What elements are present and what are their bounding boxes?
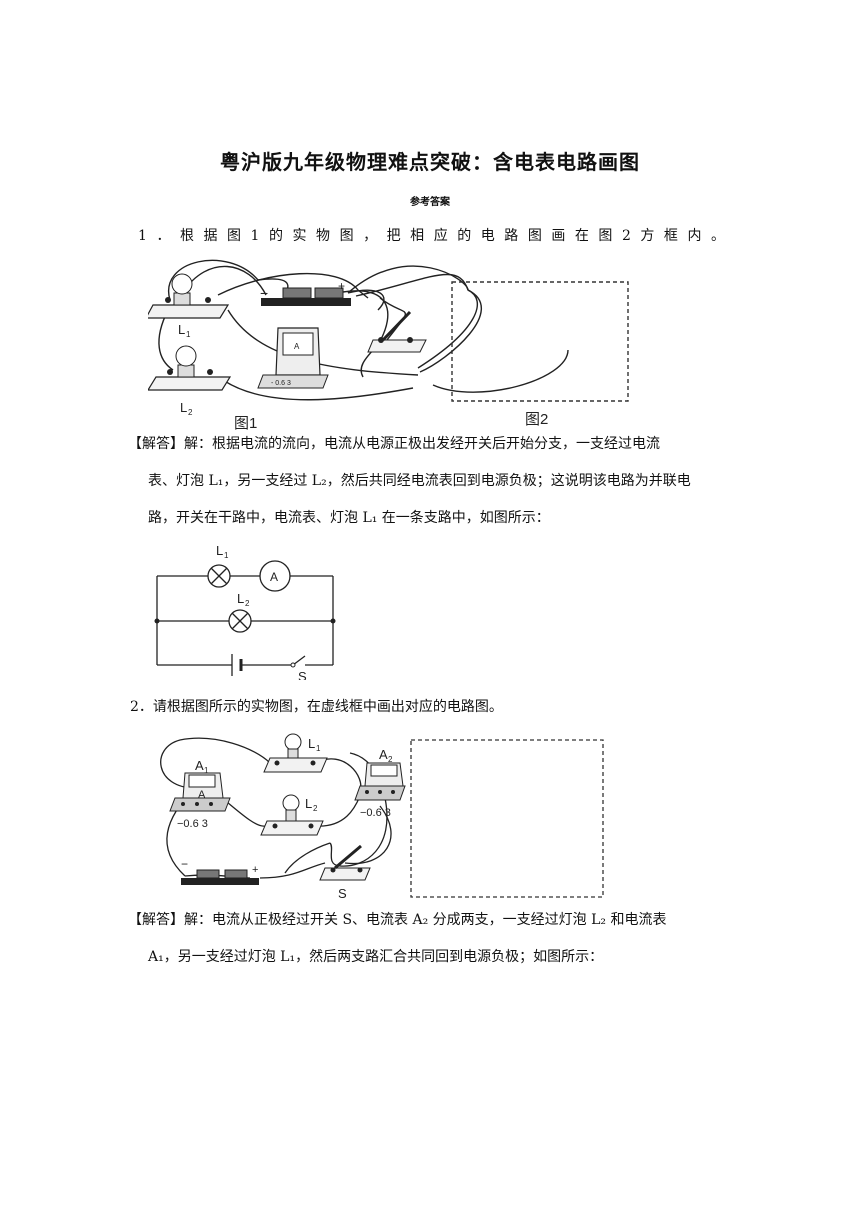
answer-2-line: 【解答】解：电流从正极经过开关 S、电流表 A₂ 分成两支，一支经过灯泡 L₂ … <box>128 912 667 928</box>
svg-text:2: 2 <box>313 804 318 813</box>
svg-text:−0.6 3: −0.6 3 <box>177 818 208 830</box>
svg-text:2: 2 <box>388 755 393 764</box>
svg-text:1: 1 <box>316 744 321 753</box>
question-2-text: 2．请根据图所示的实物图，在虚线框中画出对应的电路图。 <box>130 699 503 715</box>
svg-text:−: − <box>181 857 188 871</box>
svg-text:A: A <box>294 342 300 351</box>
page-subtitle: 参考答案 <box>410 197 450 208</box>
answer-2-line: A₁，另一支经过灯泡 L₁，然后两支路汇合共同回到电源负极；如图所示： <box>148 949 604 965</box>
svg-text:−: − <box>260 285 268 301</box>
switch <box>367 310 427 353</box>
svg-text:- 0.6 3: - 0.6 3 <box>271 380 291 387</box>
question-1-answer: 【解答】解：根据电流的流向，电流从电源正极出发经开关后开始分支，一支经过电流 表… <box>128 426 691 537</box>
svg-text:1: 1 <box>204 766 209 775</box>
svg-text:+: + <box>338 279 345 293</box>
svg-text:1: 1 <box>186 330 191 339</box>
svg-text:A: A <box>195 758 204 773</box>
schematic-S-label: S <box>298 669 307 680</box>
lamp-L2: L 2 <box>148 345 232 417</box>
ammeter: A - 0.6 3 <box>257 327 329 389</box>
answer-1-line: 表、灯泡 L₁，另一支经过 L₂，然后共同经电流表回到电源负极；这说明该电路为并… <box>148 473 691 489</box>
L1-label: L <box>178 322 185 337</box>
svg-text:L: L <box>308 736 315 751</box>
svg-text:L: L <box>305 796 312 811</box>
question-1-figures: L 1 L 2 − + A - 0.6 3 图1 图2 <box>148 259 629 432</box>
question-1-schematic: L 1 L 2 A S <box>154 543 336 680</box>
schematic-A-label: A <box>270 570 278 584</box>
lamp-L1: L 1 <box>263 733 328 773</box>
svg-text:S: S <box>338 886 347 901</box>
schematic-L1-label: L <box>216 543 223 558</box>
fig2-caption: 图2 <box>525 411 548 428</box>
answer-1-line: 【解答】解：根据电流的流向，电流从电源正极出发经开关后开始分支，一支经过电流 <box>128 436 660 452</box>
schematic-L2-label: L <box>237 591 244 606</box>
svg-text:1: 1 <box>224 551 229 560</box>
battery: − + <box>181 857 259 885</box>
svg-text:2: 2 <box>188 408 193 417</box>
ammeter-A1: A 1 A −0.6 3 <box>169 758 231 830</box>
switch-S: S <box>319 844 371 901</box>
question-2-answer: 【解答】解：电流从正极经过开关 S、电流表 A₂ 分成两支，一支经过灯泡 L₂ … <box>128 902 666 976</box>
svg-text:A: A <box>379 747 388 762</box>
question-1-text: 1．根据图1的实物图，把相应的电路图画在图2方框内。 <box>138 228 728 244</box>
svg-text:2: 2 <box>245 599 250 608</box>
answer-1-line: 路，开关在干路中，电流表、灯泡 L₁ 在一条支路中，如图所示： <box>148 510 550 526</box>
question-2-figure: A 1 A −0.6 3 L 1 L 2 A 2 −0.6 3 − + <box>160 733 604 901</box>
ammeter-A2: A 2 −0.6 3 <box>354 747 406 819</box>
lamp-L2: L 2 <box>260 794 324 836</box>
fig2-answer-box <box>451 281 629 402</box>
page-title: 粤沪版九年级物理难点突破：含电表电路画图 <box>220 150 640 174</box>
fig1-caption: 图1 <box>234 415 257 432</box>
battery: − + <box>260 279 351 306</box>
q2-answer-box <box>410 739 604 898</box>
svg-text:+: + <box>252 864 258 876</box>
svg-text:A: A <box>198 789 206 801</box>
lamp-L1: L 1 <box>148 273 230 339</box>
L2-label: L <box>180 400 187 415</box>
svg-text:−0.6 3: −0.6 3 <box>360 807 391 819</box>
